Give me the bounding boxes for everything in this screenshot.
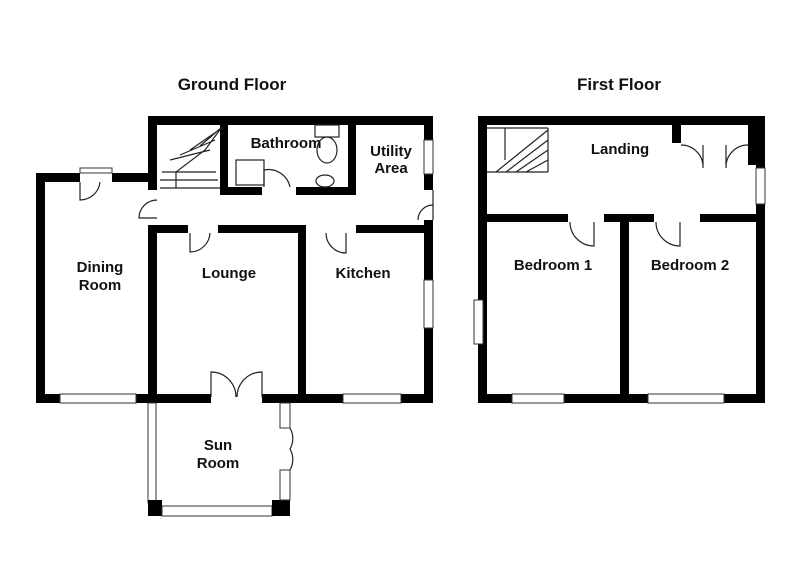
label-kitchen: Kitchen [335,265,390,282]
staircase [160,126,223,189]
window [423,139,434,175]
ground-floor-title: Ground Floor [178,75,287,94]
first-floor-title: First Floor [577,75,661,94]
label-lounge: Lounge [202,265,256,282]
label-utility: Utility [370,143,412,160]
window [59,393,137,404]
label-area: Area [374,160,408,177]
window [755,167,766,205]
ground-floor-plan [36,116,434,517]
label-dining-room: Room [79,277,122,294]
label-bedroom-2: Bedroom 2 [651,257,729,274]
label-sun-room: Room [197,455,240,472]
label-landing: Landing [591,141,649,158]
window [423,279,434,329]
label-bathroom: Bathroom [251,135,322,152]
label-bedroom-1: Bedroom 1 [514,257,592,274]
label-dining: Dining [77,259,124,276]
window [342,393,402,404]
first-floor-plan [473,116,766,404]
label-sun: Sun [204,437,232,454]
window [511,393,565,404]
window [647,393,725,404]
window [473,299,484,345]
sun-room-walls [147,402,294,517]
staircase [487,127,549,173]
